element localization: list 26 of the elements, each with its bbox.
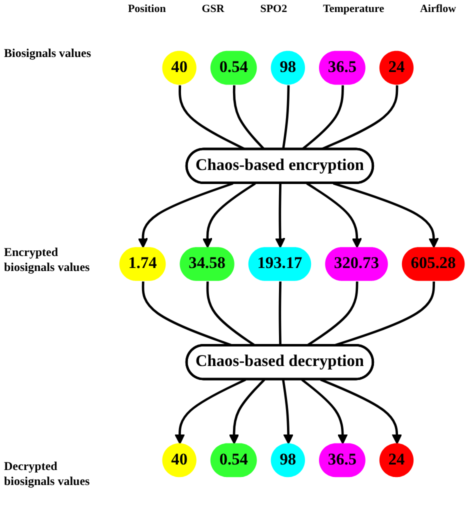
connector — [278, 282, 282, 346]
arrow — [282, 379, 294, 444]
row-label: Encrypted biosignals values — [4, 244, 91, 275]
row-label: Decrypted biosignals values — [4, 459, 91, 489]
row-label: Biosignals values — [4, 46, 92, 61]
connector — [282, 85, 290, 150]
arrow — [332, 182, 439, 248]
arrow — [202, 182, 256, 248]
arrow — [138, 182, 234, 248]
column-header: GSR — [202, 3, 224, 15]
node-circle: 40 — [162, 50, 196, 85]
node-circle: 24 — [379, 443, 414, 478]
node-circle: 24 — [379, 50, 414, 85]
arrow — [301, 378, 348, 444]
node-circle: 40 — [162, 443, 196, 478]
column-header: Airflow — [420, 3, 456, 15]
column-header: SPO2 — [260, 3, 288, 15]
column-header: Temperature — [323, 3, 384, 15]
arrow — [228, 378, 266, 444]
node-circle: 98 — [270, 443, 305, 478]
arrow — [174, 378, 246, 444]
arrow — [306, 182, 362, 248]
node-circle: 98 — [270, 50, 305, 85]
arrow — [320, 378, 402, 444]
column-header: Position — [128, 3, 166, 15]
arrow — [275, 183, 286, 248]
